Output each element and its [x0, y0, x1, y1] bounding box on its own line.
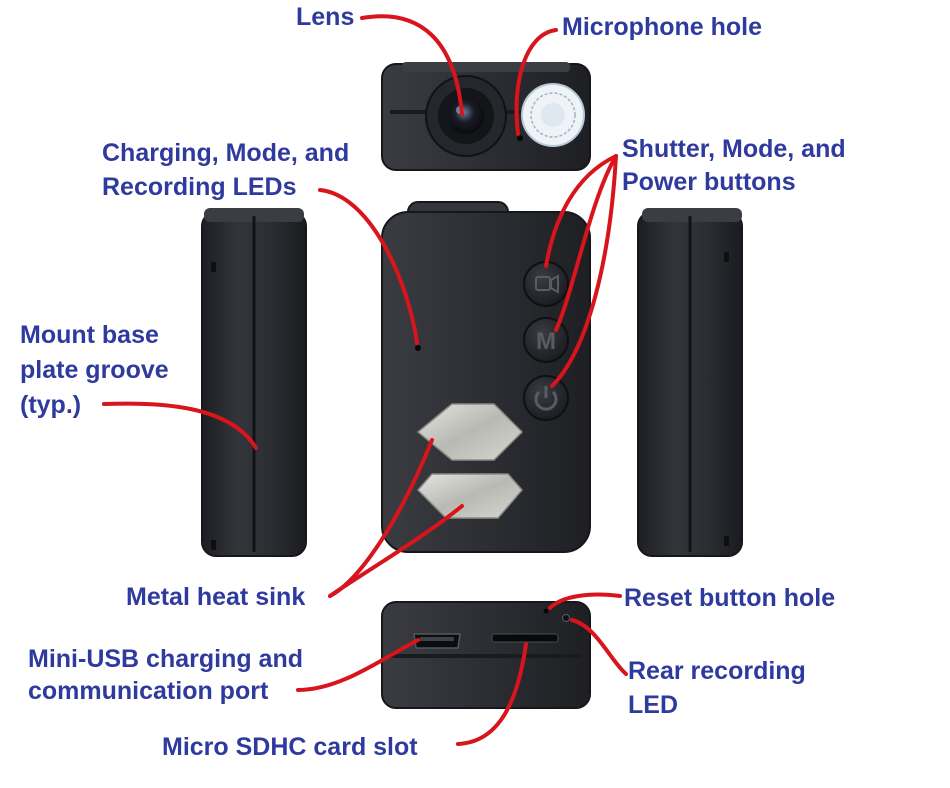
label-buttons-line1: Shutter, Mode, and	[622, 135, 846, 163]
shutter-button-icon	[523, 261, 569, 307]
leader-lens	[360, 14, 464, 116]
label-buttons-line2: Power buttons	[622, 168, 796, 196]
rear-recording-led-icon	[562, 614, 570, 622]
sd-card-slot-icon	[491, 633, 559, 643]
mode-button-icon: M	[523, 317, 569, 363]
label-rear-led-line2: LED	[628, 691, 678, 719]
leader-buttons-3	[550, 154, 618, 388]
front-view: M	[381, 201, 591, 553]
leader-buttons-1	[544, 154, 618, 268]
status-leds-icon	[415, 345, 421, 351]
lens-icon	[425, 75, 507, 157]
mode-button-glyph: M	[536, 328, 556, 355]
left-side-view	[201, 208, 307, 557]
label-groove-line1: Mount base	[20, 321, 159, 349]
microphone-hole-icon	[517, 135, 523, 141]
label-usb-line2: communication port	[28, 677, 269, 705]
leader-groove	[102, 401, 258, 450]
leader-microphone	[514, 28, 558, 136]
leader-lines	[102, 14, 628, 746]
mini-usb-port-icon	[413, 633, 461, 649]
label-sd-slot: Micro SDHC card slot	[162, 733, 418, 761]
label-groove-line3: (typ.)	[20, 391, 82, 419]
leader-buttons-2	[554, 154, 618, 332]
power-button-icon	[523, 375, 569, 421]
leader-heat-sink-2	[328, 504, 464, 598]
leader-sd	[456, 642, 528, 746]
top-view	[381, 62, 591, 171]
label-usb-line1: Mini-USB charging and	[28, 645, 303, 673]
label-leds-line1: Charging, Mode, and	[102, 139, 350, 167]
sticker-icon	[521, 83, 585, 147]
label-leds-line2: Recording LEDs	[102, 173, 297, 201]
heat-sink-upper-icon	[416, 403, 524, 461]
label-lens: Lens	[296, 3, 355, 31]
leader-rear-led	[570, 618, 628, 676]
label-microphone-hole: Microphone hole	[562, 13, 762, 41]
label-rear-led-line1: Rear recording	[628, 657, 806, 685]
leader-usb	[296, 638, 420, 692]
label-groove-line2: plate groove	[20, 356, 169, 384]
label-reset-hole: Reset button hole	[624, 584, 836, 612]
reset-button-hole-icon	[543, 608, 549, 614]
leader-reset	[548, 592, 622, 610]
leader-leds	[318, 188, 419, 345]
bottom-view	[381, 601, 591, 709]
label-heat-sink: Metal heat sink	[126, 583, 306, 611]
right-side-view	[637, 208, 743, 557]
